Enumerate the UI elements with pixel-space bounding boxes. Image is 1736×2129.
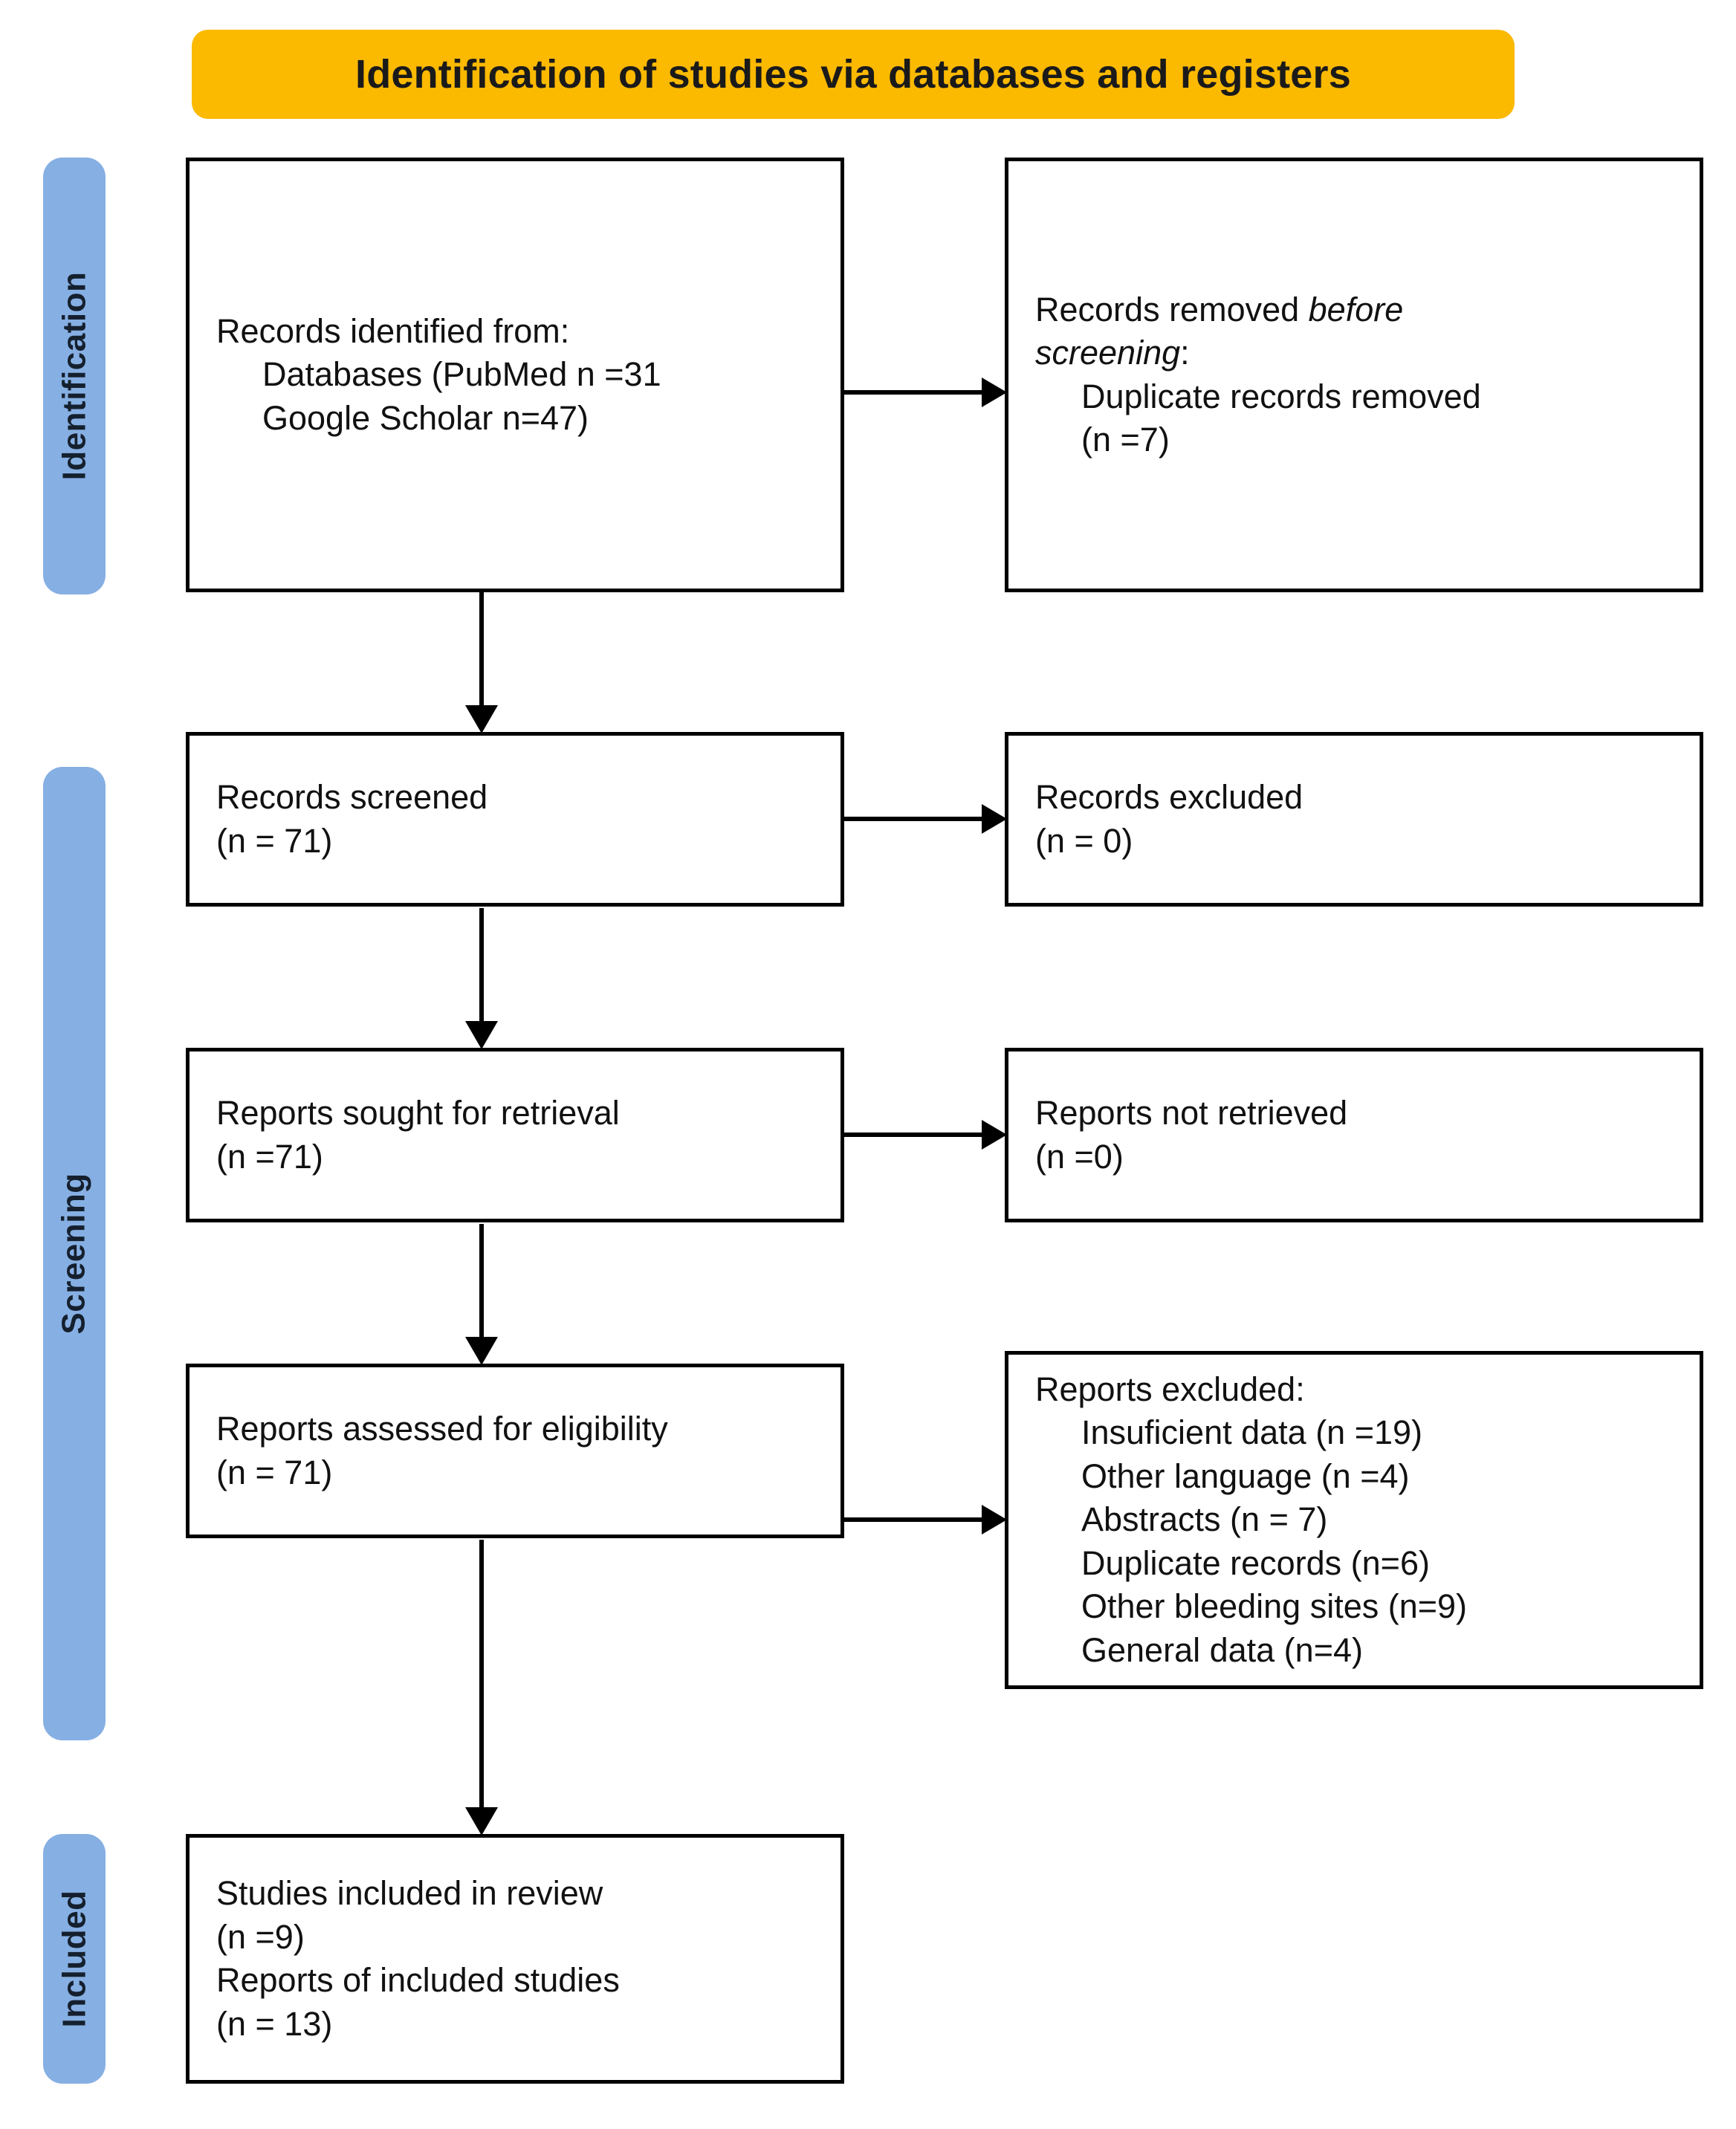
stage-label-identification: Identification	[43, 158, 106, 594]
box-reports-excluded: Reports excluded: Insuficient data (n =1…	[1005, 1351, 1703, 1689]
records-removed-italic-1: before	[1308, 290, 1404, 328]
reports-excluded-item: Other bleeding sites (n=9)	[1081, 1587, 1468, 1626]
studies-included-line-4: (n = 13)	[216, 2004, 333, 2043]
arrow-head-right-icon	[982, 804, 1007, 834]
records-screened-line-2: (n = 71)	[216, 821, 333, 860]
arrow-assessed-to-included	[465, 1540, 498, 1835]
arrow-identified-to-removed	[843, 377, 1007, 408]
reports-excluded-item: Duplicate records (n=6)	[1081, 1543, 1430, 1582]
stage-label-screening: Screening	[43, 767, 106, 1740]
records-removed-line-2: screening:	[1035, 331, 1673, 375]
stage-label-identification-text: Identification	[56, 271, 92, 481]
arrow-shaft	[843, 817, 982, 821]
arrow-screened-to-sought	[465, 908, 498, 1049]
reports-not-retrieved-line-2: (n =0)	[1035, 1137, 1124, 1176]
records-excluded-line-1: Records excluded	[1035, 778, 1303, 816]
reports-assessed-line-1: Reports assessed for eligibility	[216, 1410, 668, 1448]
reports-excluded-item: Other language (n =4)	[1081, 1456, 1410, 1495]
box-records-excluded: Records excluded (n = 0)	[1005, 732, 1703, 907]
arrow-assessed-to-reports-excluded	[843, 1504, 1007, 1535]
reports-assessed-line-2: (n = 71)	[216, 1453, 333, 1491]
box-reports-sought-for-retrieval: Reports sought for retrieval (n =71)	[186, 1048, 844, 1222]
studies-included-line-1: Studies included in review	[216, 1874, 603, 1912]
stage-label-screening-text: Screening	[56, 1173, 92, 1335]
reports-not-retrieved-line-1: Reports not retrieved	[1035, 1094, 1348, 1132]
records-removed-line-1: Records removed before	[1035, 288, 1673, 332]
arrow-head-right-icon	[982, 1120, 1007, 1150]
stage-label-included: Included	[43, 1834, 106, 2084]
diagram-title: Identification of studies via databases …	[355, 52, 1351, 97]
box-records-identified: Records identified from: Databases (PubM…	[186, 158, 844, 592]
arrow-screened-to-records-excluded	[843, 803, 1007, 835]
arrow-head-down-icon	[465, 1337, 498, 1365]
stage-label-included-text: Included	[56, 1890, 92, 2028]
studies-included-line-2: (n =9)	[216, 1917, 305, 1956]
arrow-head-down-icon	[465, 1021, 498, 1049]
arrow-shaft	[843, 1132, 982, 1137]
reports-excluded-heading: Reports excluded:	[1035, 1370, 1305, 1408]
arrow-shaft	[843, 1517, 982, 1522]
records-removed-plain-1: Records removed	[1035, 290, 1309, 328]
arrow-shaft	[479, 1224, 484, 1337]
reports-excluded-item: Insuficient data (n =19)	[1081, 1413, 1423, 1452]
arrow-head-right-icon	[982, 377, 1007, 407]
reports-excluded-item: General data (n=4)	[1081, 1630, 1363, 1669]
arrow-sought-to-assessed	[465, 1224, 498, 1365]
records-screened-line-1: Records screened	[216, 778, 488, 816]
records-removed-line-4: (n =7)	[1081, 421, 1170, 458]
records-removed-line-3: Duplicate records removed	[1081, 377, 1481, 415]
box-records-screened: Records screened (n = 71)	[186, 732, 844, 907]
box-reports-assessed-for-eligibility: Reports assessed for eligibility (n = 71…	[186, 1364, 844, 1538]
diagram-header-banner: Identification of studies via databases …	[192, 30, 1515, 119]
box-studies-included: Studies included in review (n =9) Report…	[186, 1834, 844, 2084]
records-identified-line-2: Databases (PubMed n =31	[262, 355, 661, 394]
box-reports-not-retrieved: Reports not retrieved (n =0)	[1005, 1048, 1703, 1222]
arrow-head-down-icon	[465, 705, 498, 733]
studies-included-line-3: Reports of included studies	[216, 1961, 620, 1999]
records-removed-italic-2: screening	[1035, 334, 1181, 372]
reports-sought-line-1: Reports sought for retrieval	[216, 1094, 620, 1132]
arrow-head-down-icon	[465, 1807, 498, 1835]
reports-excluded-item: Abstracts (n = 7)	[1081, 1500, 1328, 1539]
records-identified-line-1: Records identified from:	[216, 311, 570, 350]
arrow-sought-to-not-retrieved	[843, 1119, 1007, 1150]
arrow-shaft	[479, 908, 484, 1021]
records-identified-line-3: Google Scholar n=47)	[262, 398, 589, 437]
arrow-shaft	[479, 592, 484, 705]
arrow-head-right-icon	[982, 1505, 1007, 1535]
arrow-shaft	[843, 390, 982, 395]
box-records-removed-before-screening: Records removed before screening: Duplic…	[1005, 158, 1703, 592]
records-removed-plain-2: :	[1180, 334, 1190, 372]
arrow-identified-to-screened	[465, 592, 498, 733]
arrow-shaft	[479, 1540, 484, 1807]
reports-sought-line-2: (n =71)	[216, 1137, 323, 1176]
records-excluded-line-2: (n = 0)	[1035, 821, 1133, 860]
